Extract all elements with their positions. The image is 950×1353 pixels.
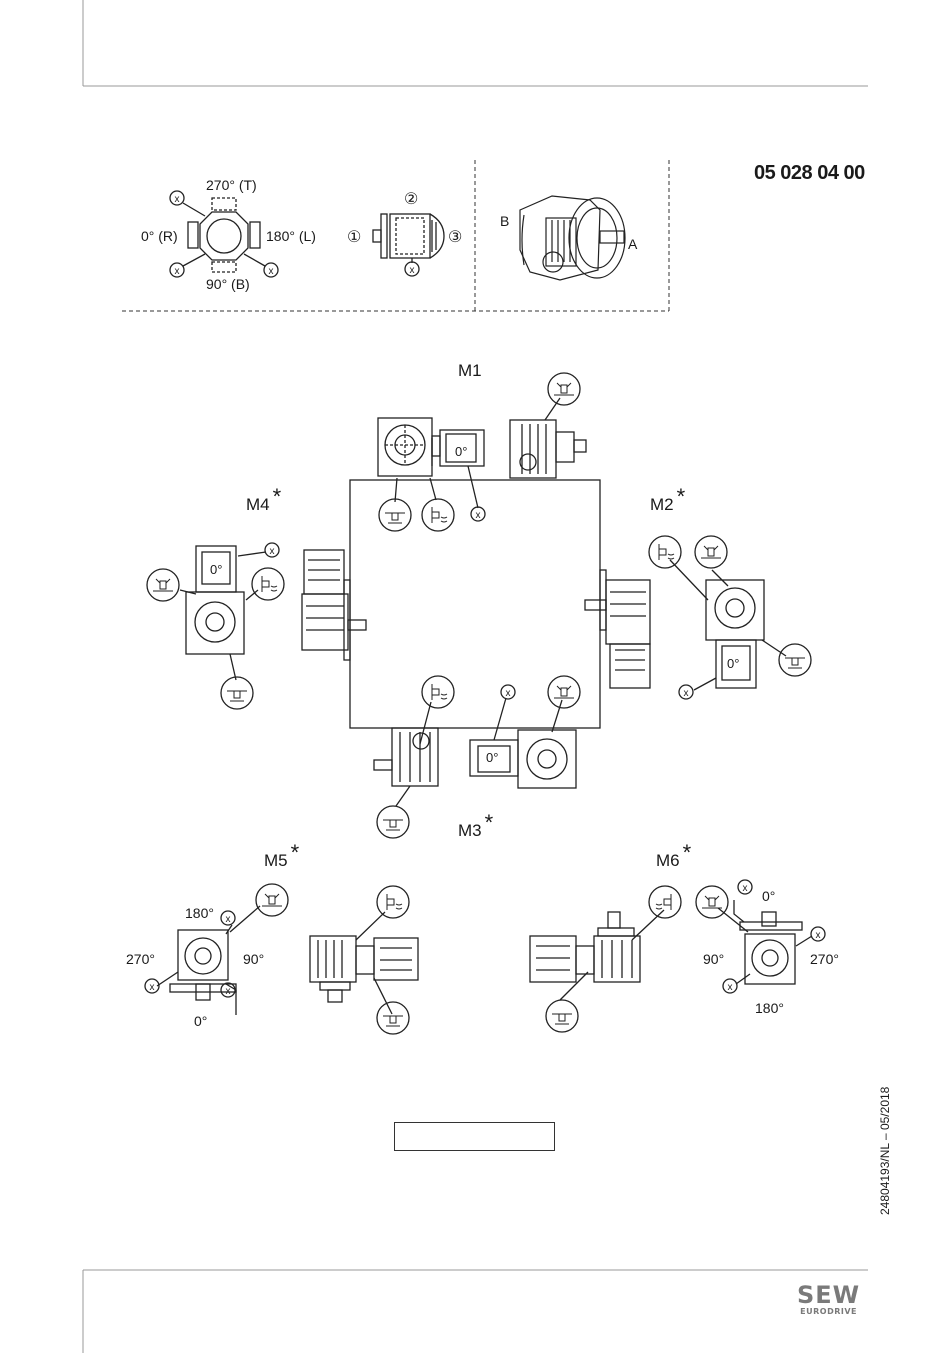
m6-gear-front — [734, 900, 802, 984]
m4-label: M4* — [246, 490, 281, 516]
m6-label: M6* — [656, 846, 691, 872]
m5-label: M5* — [264, 846, 299, 872]
m1-label: M1 — [458, 361, 482, 381]
m3-label: M3* — [458, 816, 493, 842]
svg-text:x: x — [728, 982, 733, 993]
m3-gear-side — [374, 728, 438, 786]
svg-text:x: x — [476, 510, 481, 521]
m5-star: * — [291, 840, 300, 865]
m6-gear-side — [530, 912, 640, 982]
m6-angle-270: 270° — [810, 951, 839, 967]
svg-text:x: x — [226, 914, 231, 925]
m3-star: * — [485, 810, 494, 835]
m6-angle-0: 0° — [762, 888, 775, 904]
m5-angle-0: 0° — [194, 1013, 207, 1029]
m6-angle-180: 180° — [755, 1000, 784, 1016]
svg-text:x: x — [150, 982, 155, 993]
m2-gear-front — [706, 580, 764, 688]
svg-text:x: x — [226, 986, 231, 997]
document-reference: 24804193/NL – 05/2018 — [878, 1087, 892, 1215]
m2-motor-label: 0° — [727, 656, 739, 671]
svg-text:x: x — [816, 930, 821, 941]
blank-box — [394, 1122, 555, 1151]
m5-angle-90: 90° — [243, 951, 264, 967]
m2-star: * — [677, 484, 686, 509]
svg-text:x: x — [270, 546, 275, 557]
m6-angle-90: 90° — [703, 951, 724, 967]
m1-motor-label: 0° — [455, 444, 467, 459]
m4-gear-side — [302, 550, 366, 650]
m2-label: M2* — [650, 490, 685, 516]
m3-motor-label: 0° — [486, 750, 498, 765]
m4-motor-label: 0° — [210, 562, 222, 577]
m5-gear-side — [310, 936, 418, 1002]
m5-gear-front — [170, 930, 236, 1015]
svg-text:x: x — [743, 883, 748, 894]
svg-text:x: x — [506, 688, 511, 699]
m6-star: * — [683, 840, 692, 865]
sew-eurodrive-logo: SEW EURODRIVE — [797, 1283, 860, 1316]
m1-gear-side — [510, 420, 586, 478]
m4-star: * — [273, 484, 282, 509]
m5-angle-180: 180° — [185, 905, 214, 921]
m5-angle-270: 270° — [126, 951, 155, 967]
m2-gear-side — [585, 580, 650, 688]
svg-text:x: x — [684, 688, 689, 699]
